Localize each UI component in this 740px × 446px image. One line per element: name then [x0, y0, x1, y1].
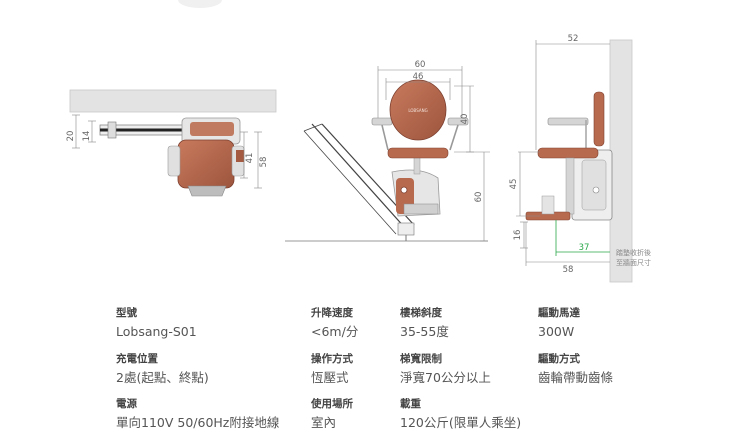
- backrest-angled: [389, 79, 447, 141]
- spec-charging: 充電位置 2處(起點、終點): [116, 352, 209, 385]
- spec-value: 300W: [538, 324, 575, 339]
- spec-label: 驅動馬達: [538, 307, 580, 319]
- spec-value: 單向110V 50/60Hz附接地線: [116, 415, 280, 430]
- dim-52: 52: [568, 34, 579, 44]
- dim-58: 58: [259, 157, 269, 168]
- dim-16: 16: [513, 230, 523, 241]
- spec-label: 充電位置: [116, 353, 158, 365]
- dim-41: 41: [245, 153, 255, 164]
- dim-45: 45: [509, 179, 519, 190]
- spec-operation: 操作方式 恆壓式: [311, 352, 353, 385]
- spec-label: 操作方式: [311, 353, 353, 365]
- spec-location: 使用場所 室內: [311, 397, 353, 430]
- dim-37: 37: [579, 243, 590, 253]
- spec-motor: 驅動馬達 300W: [538, 306, 580, 339]
- wall-front: [69, 89, 277, 113]
- spec-label: 型號: [116, 307, 137, 319]
- dim-14: 14: [82, 131, 92, 142]
- side-view: 52 45 16 37 58 踏墊收折後 至牆面尺寸: [509, 34, 651, 283]
- spec-value: 2處(起點、終點): [116, 370, 209, 385]
- seat-base-angled: [387, 147, 449, 159]
- angled-view: LOBSANG 60 46 40 60: [285, 60, 490, 242]
- dim-60-side: 60: [474, 192, 484, 203]
- top-decoration: [178, 0, 222, 8]
- dim-40: 40: [460, 114, 470, 125]
- spec-load: 載重 120公斤(限單人乘坐): [400, 397, 521, 430]
- spec-value: 淨寬70公分以上: [400, 370, 491, 385]
- backrest-side: [593, 91, 605, 147]
- dim-60-top: 60: [415, 60, 426, 70]
- wall-side: [609, 39, 633, 283]
- folded-note-line2: 至牆面尺寸: [616, 258, 651, 267]
- spec-label: 升降速度: [311, 307, 353, 319]
- spec-label: 樓梯斜度: [400, 307, 442, 319]
- dim-58-side: 58: [563, 265, 574, 275]
- seat-side: [537, 147, 599, 159]
- spec-drive: 驅動方式 齒輪帶動齒條: [538, 352, 613, 385]
- spec-label: 梯寬限制: [400, 353, 442, 365]
- spec-value: 35-55度: [400, 324, 449, 339]
- svg-text:LOBSANG: LOBSANG: [408, 108, 427, 113]
- spec-label: 電源: [116, 398, 137, 410]
- dim-20: 20: [66, 131, 76, 142]
- spec-model: 型號 Lobsang-S01: [116, 306, 197, 339]
- spec-value: 恆壓式: [311, 370, 349, 385]
- spec-label: 載重: [400, 398, 421, 410]
- spec-value: Lobsang-S01: [116, 324, 197, 339]
- spec-value: 室內: [311, 415, 337, 430]
- spec-value: 齒輪帶動齒條: [538, 370, 614, 385]
- stairlift-dimension-diagram: 20 14 41 58 LOBSANG: [66, 34, 651, 283]
- front-view: 20 14 41 58: [66, 89, 277, 197]
- dim-46: 46: [413, 72, 424, 82]
- spec-value: <6m/分: [311, 324, 359, 339]
- spec-speed: 升降速度 <6m/分: [311, 306, 358, 339]
- spec-label: 驅動方式: [538, 353, 580, 365]
- seat-front: [177, 139, 235, 189]
- folded-note-line1: 踏墊收折後: [616, 248, 651, 257]
- spec-stair-angle: 樓梯斜度 35-55度: [400, 306, 449, 339]
- spec-value: 120公斤(限單人乘坐): [400, 415, 522, 430]
- spec-label: 使用場所: [311, 398, 353, 410]
- spec-stair-width: 梯寬限制 淨寬70公分以上: [400, 352, 491, 385]
- spec-power: 電源 單向110V 50/60Hz附接地線: [116, 397, 279, 430]
